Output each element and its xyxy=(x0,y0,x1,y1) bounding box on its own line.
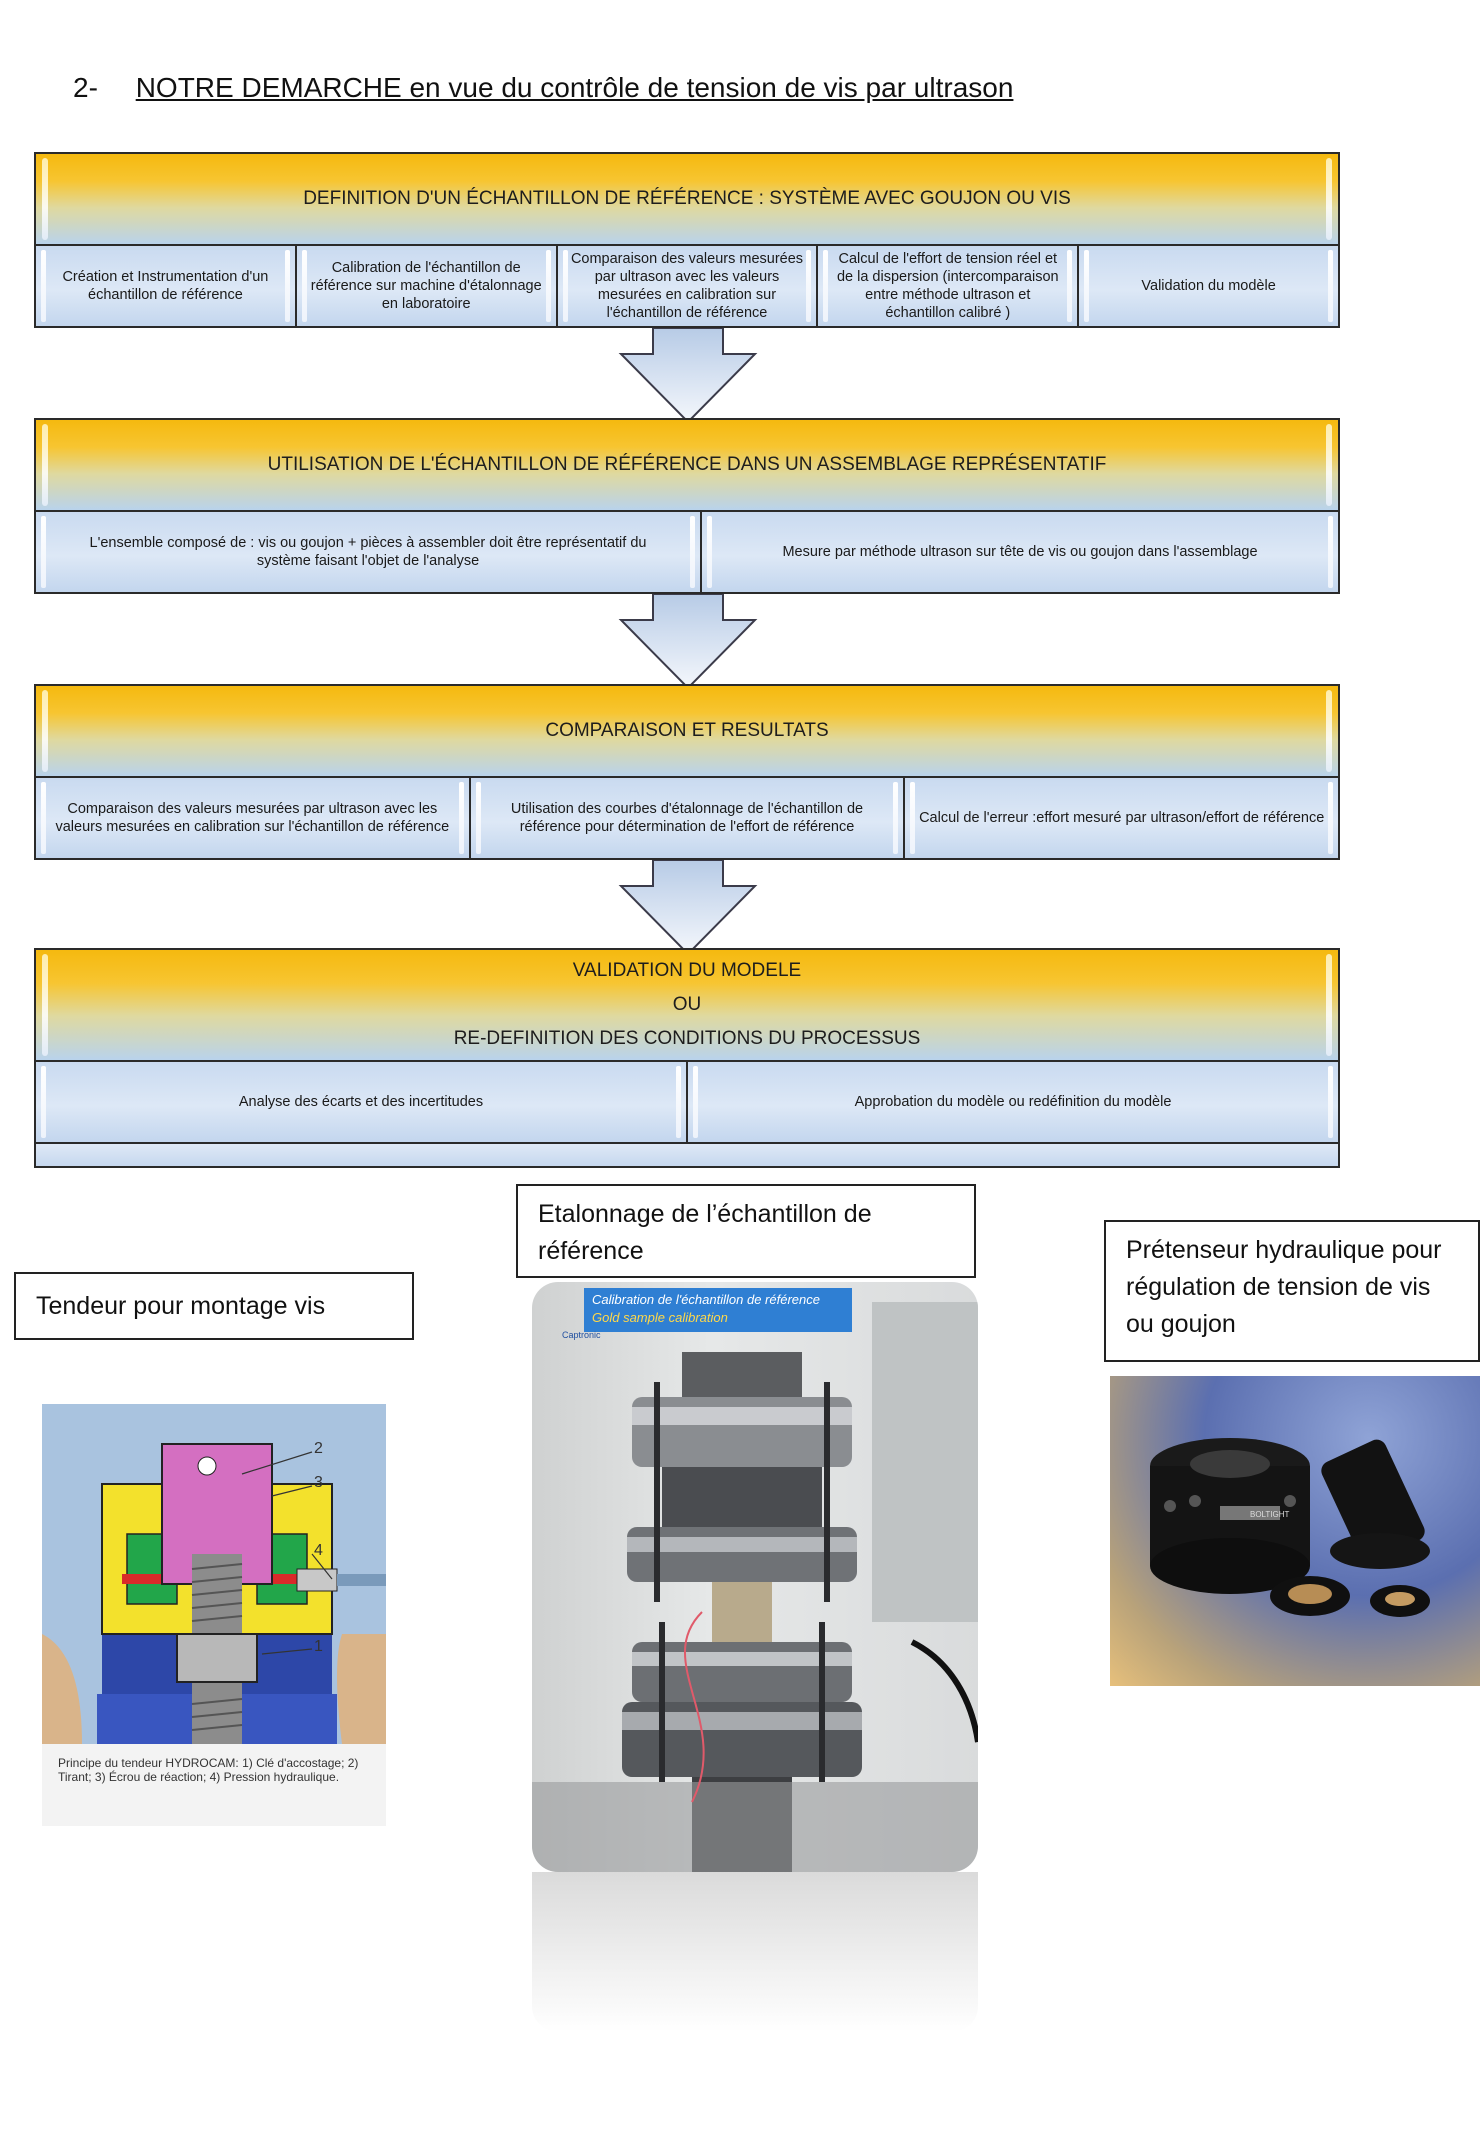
step-cell: Utilisation des courbes d'étalonnage de … xyxy=(470,778,906,858)
callout-number: 3 xyxy=(314,1474,323,1491)
callout-number: 4 xyxy=(314,1542,323,1559)
flow-arrow-icon xyxy=(618,328,758,424)
step-cell: Calcul de l'effort de tension réel et de… xyxy=(818,246,1080,326)
caption-pretenseur: Prétenseur hydraulique pour régulation d… xyxy=(1104,1220,1480,1362)
stage-steps: Création et Instrumentation d'un échanti… xyxy=(36,246,1338,326)
section-heading: 2- NOTRE DEMARCHE en vue du contrôle de … xyxy=(73,72,1013,104)
etalonnage-reflection xyxy=(532,1872,978,2032)
etalonnage-photo: Calibration de l'échantillon de référenc… xyxy=(532,1282,978,1872)
step-cell: Approbation du modèle ou redéfinition du… xyxy=(688,1062,1338,1142)
section-title: NOTRE DEMARCHE en vue du contrôle de ten… xyxy=(135,72,1014,103)
stage-footer-strip xyxy=(36,1142,1338,1166)
callout-number: 1 xyxy=(314,1638,323,1655)
stage-title: COMPARAISON ET RESULTATS xyxy=(36,686,1338,778)
step-cell: Comparaison des valeurs mesurées par ult… xyxy=(36,778,471,858)
stage-title: VALIDATION DU MODELE OU RE-DEFINITION DE… xyxy=(36,950,1338,1062)
hydraulic-tensioner-icon xyxy=(1150,1438,1430,1617)
stage-comparaison: COMPARAISON ET RESULTATS Comparaison des… xyxy=(34,684,1340,860)
step-cell: Mesure par méthode ultrason sur tête de … xyxy=(702,512,1338,592)
stage-utilisation: UTILISATION DE L'ÉCHANTILLON DE RÉFÉRENC… xyxy=(34,418,1340,594)
tendeur-image-caption: Principe du tendeur HYDROCAM: 1) Clé d'a… xyxy=(58,1756,359,1784)
stage-steps: L'ensemble composé de : vis ou goujon + … xyxy=(36,512,1338,592)
stage-steps: Analyse des écarts et des incertitudes A… xyxy=(36,1062,1338,1142)
tensioner-diagram-icon xyxy=(42,1404,386,1744)
step-cell: L'ensemble composé de : vis ou goujon + … xyxy=(36,512,702,592)
caption-etalonnage: Etalonnage de l’échantillon de référence xyxy=(516,1184,976,1278)
captronic-logo: Captronic xyxy=(562,1330,601,1340)
brand-label: BOLTIGHT xyxy=(1250,1510,1290,1519)
step-cell: Calcul de l'erreur :effort mesuré par ul… xyxy=(905,778,1339,858)
section-number: 2- xyxy=(73,72,98,103)
step-cell: Calibration de l'échantillon de référenc… xyxy=(296,246,558,326)
stage-title: DEFINITION D'UN ÉCHANTILLON DE RÉFÉRENCE… xyxy=(36,154,1338,246)
callout-number: 2 xyxy=(314,1440,323,1457)
step-cell: Création et Instrumentation d'un échanti… xyxy=(36,246,297,326)
step-cell: Validation du modèle xyxy=(1079,246,1338,326)
pretenseur-photo: BOLTIGHT xyxy=(1110,1376,1480,1686)
stage-steps: Comparaison des valeurs mesurées par ult… xyxy=(36,778,1339,858)
stage-definition: DEFINITION D'UN ÉCHANTILLON DE RÉFÉRENCE… xyxy=(34,152,1340,328)
calibration-banner: Calibration de l'échantillon de référenc… xyxy=(584,1288,852,1332)
flow-arrow-icon xyxy=(618,860,758,956)
stage-title: UTILISATION DE L'ÉCHANTILLON DE RÉFÉRENC… xyxy=(36,420,1338,512)
step-cell: Analyse des écarts et des incertitudes xyxy=(36,1062,688,1142)
caption-tendeur: Tendeur pour montage vis xyxy=(14,1272,414,1340)
calibration-sample-icon xyxy=(532,1302,978,1872)
tendeur-schematic: 2 3 4 1 Principe du tendeur HYDROCAM: 1)… xyxy=(42,1404,386,1826)
flow-arrow-icon xyxy=(618,594,758,690)
step-cell: Comparaison des valeurs mesurées par ult… xyxy=(557,246,819,326)
stage-validation: VALIDATION DU MODELE OU RE-DEFINITION DE… xyxy=(34,948,1340,1168)
